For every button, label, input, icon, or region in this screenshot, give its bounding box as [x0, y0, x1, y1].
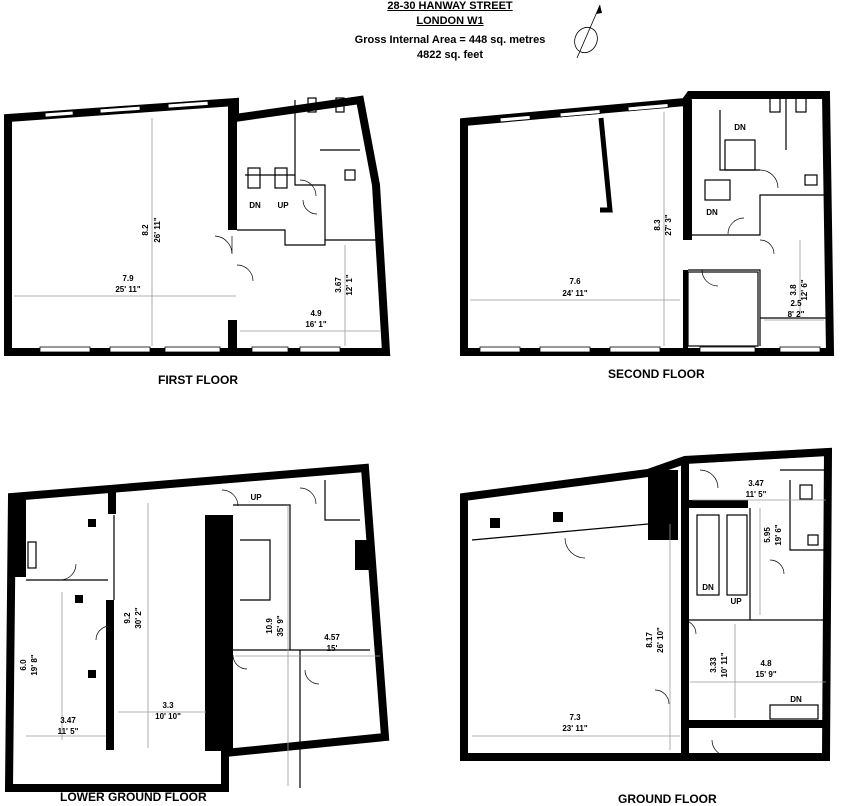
second-floor-dim-1-m: 8.3 [653, 219, 662, 231]
ground-floor-dim-6-ft: 23' 11" [562, 724, 587, 733]
lower-ground-dim-1-ft: 19' 8" [30, 654, 39, 675]
first-floor-dim-2-m: 7.9 [122, 274, 134, 283]
lower-ground-dim-4-m: 3.3 [162, 701, 174, 710]
title-block: 28-30 HANWAY STREET LONDON W1 Gross Inte… [330, 0, 570, 62]
ground-floor-dim-4-m: 3.33 [709, 657, 718, 673]
address-line-1: 28-30 HANWAY STREET [387, 0, 513, 12]
ground-floor-dim-2-ft: 19' 6" [774, 524, 783, 545]
ground-floor-dim-1-ft: 11' 5" [746, 490, 767, 499]
ground-floor-dim-6-m: 7.3 [569, 713, 581, 722]
second-floor-dim-2-m: 7.6 [569, 277, 581, 286]
second-floor-dim-4-ft: 8' 2" [788, 310, 805, 319]
second-floor-dim-4-m: 2.5 [790, 299, 802, 308]
second-floor-stair-down-lower: DN [706, 208, 718, 217]
lower-ground-dim-3-m: 9.2 [123, 612, 132, 624]
first-floor-stair-up: UP [277, 201, 289, 210]
second-floor-stair-down-upper: DN [734, 123, 746, 132]
second-floor-dim-3-m: 3.8 [789, 284, 798, 296]
lower-ground-stair-up: UP [250, 493, 262, 502]
ground-floor-stair-down-entrance: DN [790, 695, 802, 704]
gross-area-metres: Gross Internal Area = 448 sq. metres [354, 34, 546, 46]
lower-ground-dim-4-ft: 10' 10" [155, 712, 181, 721]
ground-floor-dim-2-m: 5.95 [763, 527, 772, 543]
second-floor-label: SECOND FLOOR [608, 367, 705, 381]
first-floor-label: FIRST FLOOR [158, 373, 238, 387]
ground-floor-dim-5-ft: 15' 9" [755, 670, 776, 679]
ground-floor-dim-3-m: 8.17 [645, 632, 654, 648]
lower-ground-dim-2-ft: 11' 5" [58, 727, 79, 736]
lower-ground-dim-2-m: 3.47 [60, 716, 76, 725]
compass-icon [574, 4, 602, 59]
first-floor-plan: 8.2 26' 11" 7.9 25' 11" 3.67 12' 1" 4.9 … [4, 95, 391, 356]
first-floor-dim-1-m: 8.2 [141, 224, 150, 236]
ground-floor-dim-3-ft: 26' 10" [656, 627, 665, 653]
second-floor-dim-2-ft: 24' 11" [562, 289, 587, 298]
ground-floor-label: GROUND FLOOR [618, 792, 717, 806]
ground-floor-dim-4-ft: 10' 11" [720, 652, 729, 677]
ground-floor-plan: 3.47 11' 5" 5.95 19' 6" 8.17 26' 10" 3.3… [460, 447, 833, 761]
lower-ground-dim-1-m: 6.0 [19, 659, 28, 671]
first-floor-dim-2-ft: 25' 11" [115, 285, 140, 294]
first-floor-dim-4-m: 4.9 [310, 309, 322, 318]
second-floor-plan: 8.3 27' 3" 7.6 24' 11" 3.8 12' 6" 2.5 8'… [460, 91, 835, 356]
first-floor-dim-3-m: 3.67 [334, 277, 343, 293]
lower-ground-dim-3-ft: 30' 2" [134, 607, 143, 628]
ground-floor-stair-up: UP [730, 597, 742, 606]
lower-ground-floor-plan: 6.0 19' 8" 3.47 11' 5" 9.2 30' 2" 3.3 10… [4, 463, 390, 792]
lower-ground-floor-label: LOWER GROUND FLOOR [60, 790, 207, 804]
lower-ground-dim-5-m: 10.9 [265, 618, 274, 634]
address-line-2: LONDON W1 [416, 15, 484, 27]
gross-area-feet: 4822 sq. feet [416, 49, 484, 61]
first-floor-dim-1-ft: 26' 11" [153, 217, 162, 242]
first-floor-dim-3-ft: 12' 1" [345, 274, 354, 295]
second-floor-dim-3-ft: 12' 6" [800, 279, 809, 300]
lower-ground-dim-5-ft: 35' 9" [276, 615, 285, 636]
first-floor-dim-4-ft: 16' 1" [305, 320, 326, 329]
lower-ground-dim-6-ft: 15' [327, 644, 338, 653]
second-floor-dim-1-ft: 27' 3" [664, 214, 673, 235]
ground-floor-stair-down: DN [702, 583, 714, 592]
ground-floor-dim-1-m: 3.47 [748, 479, 764, 488]
first-floor-stair-down: DN [249, 201, 261, 210]
ground-floor-dim-5-m: 4.8 [760, 659, 772, 668]
lower-ground-dim-6-m: 4.57 [324, 633, 340, 642]
